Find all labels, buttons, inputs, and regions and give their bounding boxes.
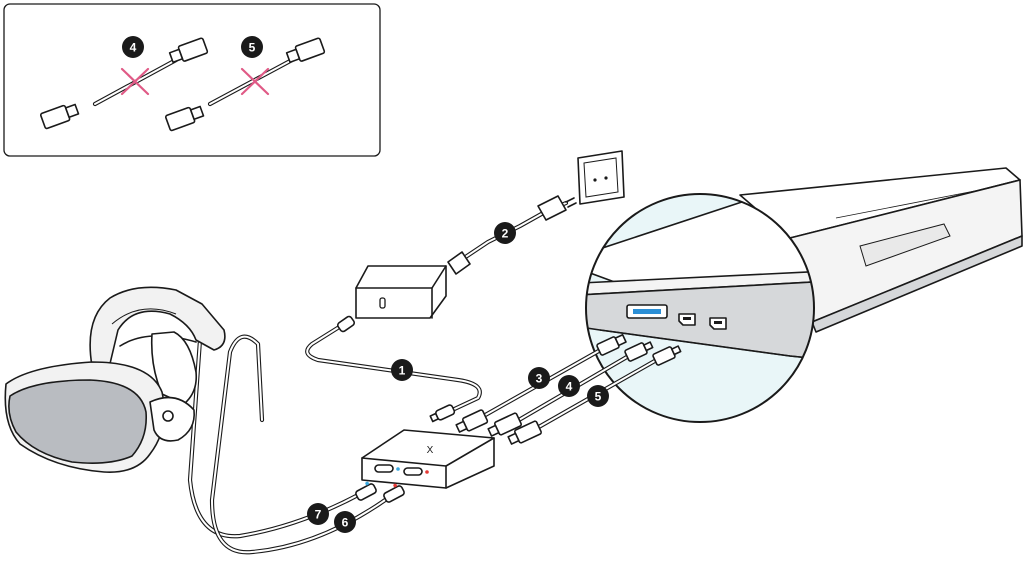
callout-badge-inset-5: 5 — [241, 36, 263, 58]
inset-panel: 4 5 — [3, 3, 381, 157]
power-plug-icon — [537, 195, 577, 221]
svg-text:7: 7 — [315, 508, 322, 522]
displayport-plug-icon — [507, 420, 542, 445]
port-magnifier — [585, 193, 815, 423]
cross-mark-icon — [120, 67, 150, 96]
cables — [187, 200, 663, 555]
mini-displayport-icon — [709, 317, 727, 330]
usb-a-plug-icon — [285, 37, 326, 64]
link-box-icon: X — [361, 429, 495, 489]
usb-c-plug-icon — [336, 315, 356, 333]
callout-badge-2: 2 — [494, 222, 516, 244]
usb-a-plug-icon — [596, 333, 627, 356]
svg-text:4: 4 — [130, 41, 137, 55]
usb-a-plug-icon — [455, 409, 489, 433]
inset-cable-5: 5 — [164, 36, 326, 132]
svg-text:6: 6 — [342, 516, 349, 530]
callout-badge-1: 1 — [391, 359, 413, 381]
usb-c-plug-icon — [429, 404, 456, 423]
usb-a-port-icon — [626, 304, 668, 319]
svg-text:4: 4 — [566, 380, 573, 394]
usb-c-plug-icon — [355, 481, 377, 501]
callout-badge-3: 3 — [528, 367, 550, 389]
svg-text:5: 5 — [595, 390, 602, 404]
usb-c-port-icon — [374, 464, 400, 473]
svg-text:5: 5 — [249, 41, 256, 55]
usb-a-plug-icon — [168, 37, 209, 64]
cross-mark-icon — [240, 67, 270, 96]
usb-a-plug-icon — [39, 103, 80, 130]
usb-c-plug-icon — [383, 483, 405, 503]
usb-a-plug-icon — [164, 105, 205, 132]
dc-plug-icon — [447, 251, 471, 275]
mini-displayport-icon — [678, 313, 696, 326]
svg-text:1: 1 — [399, 364, 406, 378]
callout-badge-4: 4 — [558, 375, 580, 397]
usb-c-port-icon — [403, 467, 429, 476]
wall-outlet-icon — [577, 150, 625, 205]
callout-badge-5: 5 — [587, 385, 609, 407]
inset-cable-4: 4 — [39, 36, 209, 130]
vr-headset-icon — [4, 286, 226, 473]
hub-logo: X — [427, 445, 434, 456]
power-adapter-icon — [355, 265, 447, 319]
svg-text:3: 3 — [536, 372, 543, 386]
svg-text:2: 2 — [502, 227, 509, 241]
callout-badge-7: 7 — [307, 503, 329, 525]
mini-displayport-plug-icon — [652, 345, 682, 366]
callout-badge-6: 6 — [334, 511, 356, 533]
callout-badge-inset-4: 4 — [122, 36, 144, 58]
displayport-plug-icon — [487, 412, 522, 437]
mini-displayport-plug-icon — [624, 341, 654, 362]
